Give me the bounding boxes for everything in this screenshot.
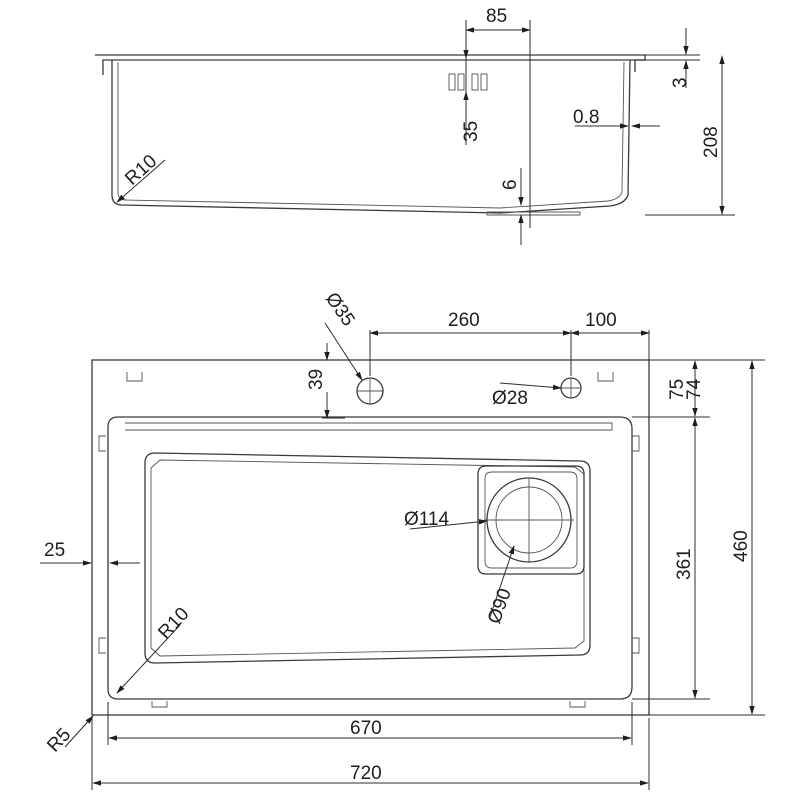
- dim-260-label: 260: [448, 310, 480, 331]
- dim-208-label: 208: [701, 126, 722, 158]
- drain-housing-outer: [477, 465, 585, 575]
- inner-tray: [107, 416, 633, 700]
- dim-720-label: 720: [350, 763, 382, 784]
- outer-deck: [91, 359, 650, 716]
- dim-670-label: 670: [350, 718, 382, 739]
- section-rim-right: [634, 59, 645, 72]
- section-bowl-inner: [117, 61, 625, 209]
- dim-dia114-label: Ø114: [404, 509, 450, 530]
- drain-housing-inner: [484, 471, 578, 569]
- dim-r10-plan-label: R10: [154, 604, 193, 644]
- mounting-clips: [98, 372, 640, 708]
- section-view: 85 35 6 3 0.8 208 R10: [95, 6, 735, 245]
- main-bowl: [144, 452, 591, 664]
- dim-6-label: 6: [500, 179, 521, 190]
- plan-view: Ø35 260 100 39 Ø28 75 74 361 460: [40, 289, 765, 790]
- dim-dia90-label: Ø90: [484, 586, 516, 627]
- dim-0-8-label: 0.8: [573, 107, 599, 128]
- section-bowl-outer: [111, 59, 631, 214]
- dim-74-label: 74: [684, 378, 705, 400]
- dim-460-label: 460: [731, 530, 752, 562]
- dim-dia35-label: Ø35: [321, 289, 359, 330]
- dim-35-label: 35: [461, 121, 482, 142]
- dim-85-label: 85: [486, 6, 507, 27]
- dim-25-label: 25: [44, 540, 65, 561]
- dim-r10-section-label: R10: [121, 151, 161, 190]
- section-rim: [95, 54, 646, 75]
- dim-39-label: 39: [306, 369, 327, 390]
- section-clip-marks: [448, 73, 488, 91]
- dim-361-label: 361: [674, 548, 695, 580]
- dim-3-label: 3: [670, 77, 691, 88]
- dim-dia28-label: Ø28: [492, 388, 528, 409]
- dim-100-label: 100: [585, 310, 617, 331]
- dim-75-label: 75: [667, 379, 688, 400]
- section-drain-flange: [486, 211, 581, 216]
- dim-r5-label: R5: [43, 724, 75, 756]
- tray-lip: [125, 422, 613, 431]
- main-bowl-inner: [150, 459, 585, 657]
